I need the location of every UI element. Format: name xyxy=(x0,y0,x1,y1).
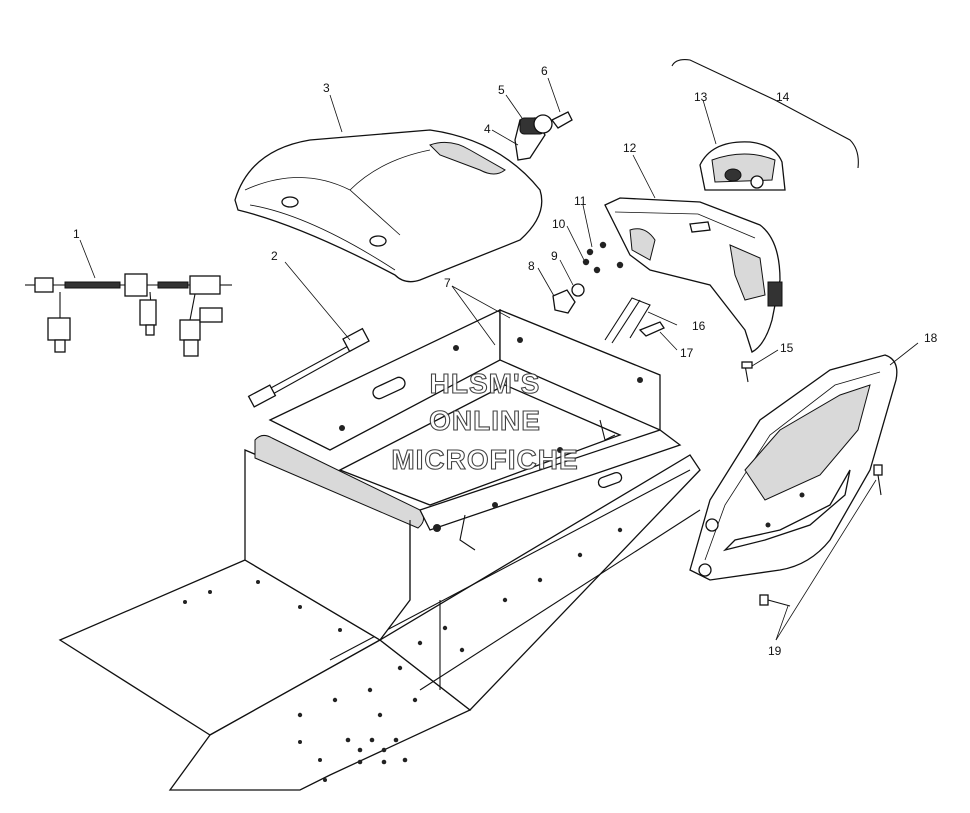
bracket-part-14 xyxy=(671,59,859,169)
watermark-line-1: HLSM'S xyxy=(430,368,541,399)
wire-harness-part-1 xyxy=(25,273,232,357)
callout-1: 1 xyxy=(73,227,80,241)
callout-11: 11 xyxy=(574,194,587,208)
callout-18: 18 xyxy=(924,331,938,345)
callout-13: 13 xyxy=(694,90,708,104)
callout-7: 7 xyxy=(444,276,451,290)
callout-16: 16 xyxy=(692,319,706,333)
watermark-line-3: MICROFICHE xyxy=(391,444,578,475)
callout-8: 8 xyxy=(528,259,535,273)
small-parts-8-11 xyxy=(552,241,624,314)
callout-15: 15 xyxy=(780,341,794,355)
callout-4: 4 xyxy=(484,122,491,136)
seat-part-3 xyxy=(234,129,543,283)
rear-cowl-part-12 xyxy=(604,197,783,353)
callout-6: 6 xyxy=(541,64,548,78)
callout-labels: 1 2 3 4 5 6 7 8 9 10 11 12 13 14 15 16 1… xyxy=(73,64,938,658)
watermark: HLSM'S ONLINE MICROFICHE xyxy=(391,367,578,475)
callout-17: 17 xyxy=(680,346,694,360)
callout-14: 14 xyxy=(776,90,790,104)
latch-parts-4-5-6 xyxy=(514,111,573,161)
screws-part-19 xyxy=(759,464,883,607)
callout-12: 12 xyxy=(623,141,637,155)
callout-3: 3 xyxy=(323,81,330,95)
callout-19: 19 xyxy=(768,644,782,658)
chassis-tunnel xyxy=(58,308,701,791)
callout-9: 9 xyxy=(551,249,558,263)
cable-part-2 xyxy=(247,327,370,408)
callout-2: 2 xyxy=(271,249,278,263)
watermark-line-2: ONLINE xyxy=(429,405,541,436)
hardware-parts-15-17 xyxy=(604,297,753,383)
taillight-part-13 xyxy=(699,141,786,191)
callout-10: 10 xyxy=(552,217,566,231)
leader-lines xyxy=(79,77,919,641)
callout-5: 5 xyxy=(498,83,505,97)
side-panel-part-18 xyxy=(689,354,898,581)
